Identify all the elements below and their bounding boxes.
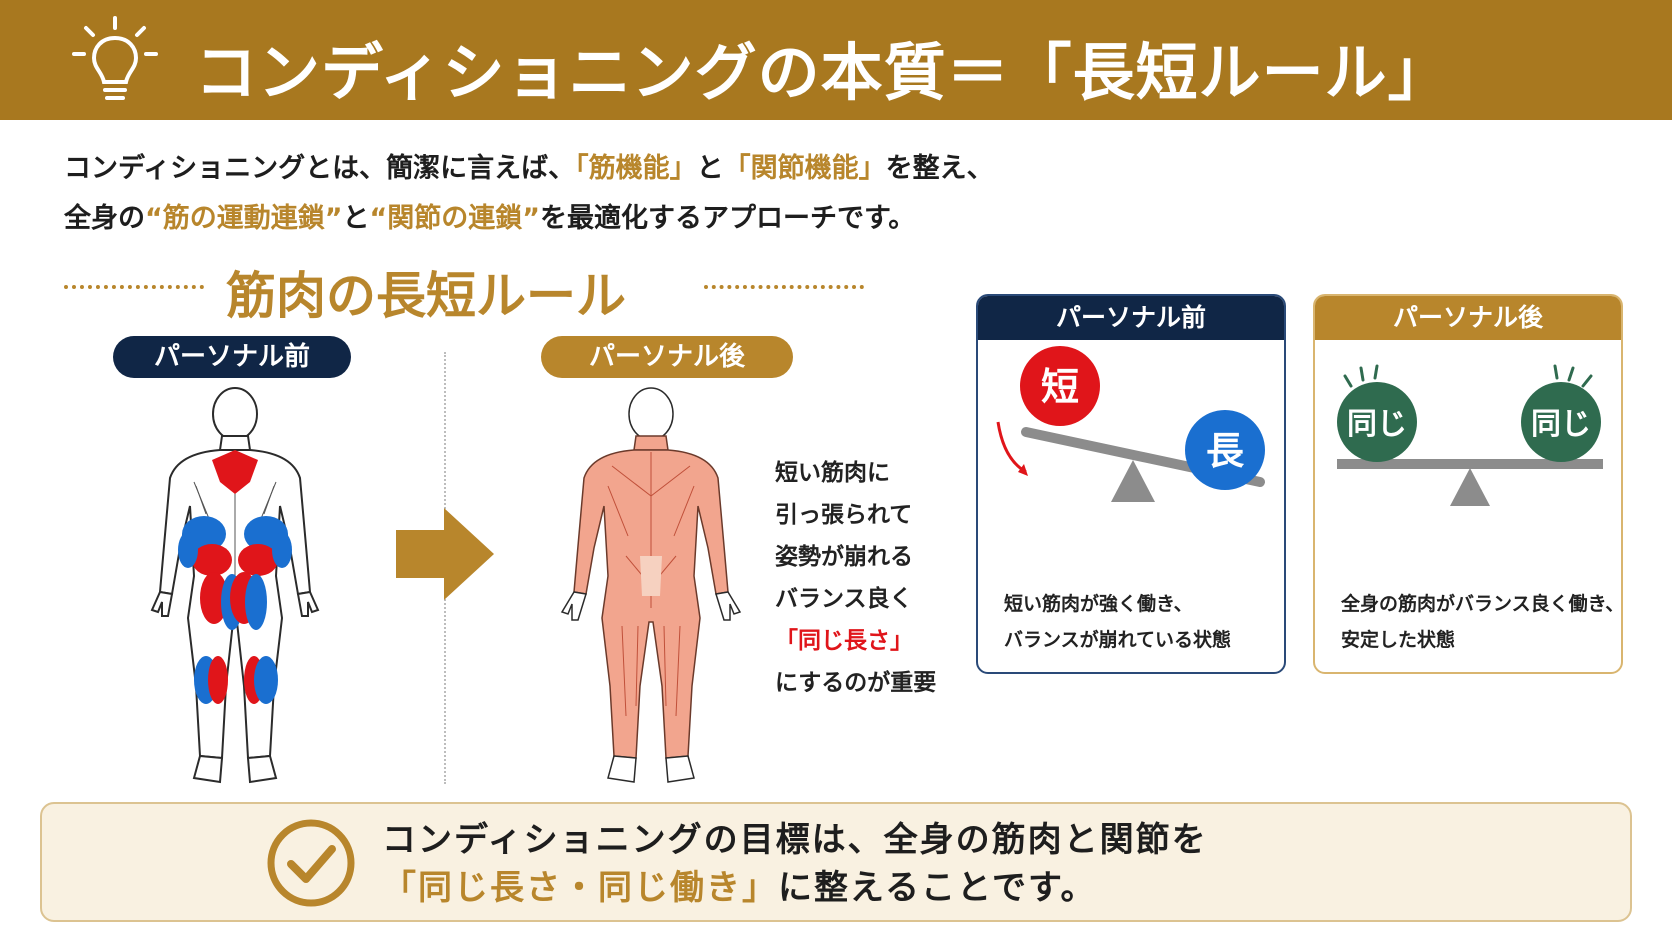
description-line: 短い筋肉が強く働き、 — [1004, 593, 1193, 615]
long-muscle-ball — [1185, 410, 1265, 490]
after-card-title: パーソナル後 — [1315, 296, 1621, 340]
goal-line-1: コンディショニングの目標は、全身の筋肉と関節を — [382, 820, 1208, 860]
goal-box: コンディショニングの目標は、全身の筋肉と関節を 「同じ長さ・同じ働き」に整えるこ… — [40, 802, 1632, 922]
goal-line-2: 「同じ長さ・同じ働き」に整えることです。 — [382, 864, 1208, 912]
heading-divider-right — [704, 285, 864, 289]
before-card-description: 短い筋肉が強く働き、 バランスが崩れている状態 — [1004, 586, 1231, 658]
same-muscle-ball-left — [1337, 382, 1417, 462]
before-card-title: パーソナル前 — [978, 296, 1284, 340]
header-banner: コンディショニングの本質＝「長短ルール」 — [0, 0, 1672, 120]
lightbulb-icon — [72, 16, 158, 100]
intro-text-h: を最適化するアプローチです。 — [540, 203, 916, 234]
note-line: バランス良く — [775, 586, 913, 612]
section-heading: 筋肉の長短ルール — [64, 256, 864, 325]
before-label: パーソナル前 — [113, 336, 351, 378]
description-line: 安定した状態 — [1341, 629, 1456, 651]
note-line: 短い筋肉に — [775, 460, 890, 486]
body-before-figure — [150, 387, 320, 784]
after-label: パーソナル後 — [541, 336, 793, 378]
note-line: 引っ張られて — [775, 502, 913, 528]
intro-text-a: コンディショニングとは、簡潔に言えば、 — [64, 153, 576, 184]
intro-text-e: を整え、 — [885, 153, 994, 184]
unbalanced-seesaw-diagram: 短 長 — [996, 346, 1265, 502]
page-title: コンディショニングの本質＝「長短ルール」 — [195, 36, 1451, 109]
goal-highlight: 「同じ長さ・同じ働き」 — [382, 868, 778, 908]
description-line: バランスが崩れている状態 — [1004, 629, 1232, 651]
note-line: 姿勢が崩れる — [775, 544, 913, 570]
balanced-seesaw-diagram: 同じ 同じ — [1337, 364, 1603, 506]
intro-keyword-muscle-function: 「筋機能」 — [575, 153, 697, 184]
short-muscle-ball — [1020, 346, 1100, 426]
intro-line-2: 全身の“筋の運動連鎖”と“関節の連鎖”を最適化するアプローチです。 — [64, 194, 994, 244]
intro-keyword-muscle-chain: “筋の運動連鎖” — [145, 203, 343, 234]
after-card-description: 全身の筋肉がバランス良く働き、 安定した状態 — [1341, 586, 1623, 658]
same-label-left: 同じ — [1347, 407, 1407, 442]
arrowhead-icon — [1018, 464, 1028, 476]
seesaw-fulcrum — [1111, 460, 1155, 502]
check-circle-icon — [267, 819, 355, 907]
after-card: パーソナル後 同じ 同じ 全身の筋肉がバランス良く働き、 安定した状態 — [1313, 294, 1623, 674]
intro-text-c: と — [696, 153, 724, 184]
seesaw-fulcrum — [1450, 468, 1490, 506]
intro-text-g: と — [342, 203, 370, 234]
intro-text: コンディショニングとは、簡潔に言えば、「筋機能」と「関節機能」を整え、 全身の“… — [64, 144, 994, 244]
intro-keyword-joint-chain: “関節の連鎖” — [369, 203, 541, 234]
section-title: 筋肉の長短ルール — [226, 267, 626, 325]
before-card: パーソナル前 短 長 短い筋肉が強く働き、 バランスが崩れている状態 — [976, 294, 1286, 674]
note-line: にするのが重要 — [775, 670, 937, 696]
intro-keyword-joint-function: 「関節機能」 — [723, 153, 886, 184]
intro-text-f: 全身の — [64, 203, 145, 234]
short-label: 短 — [1041, 365, 1079, 409]
arrow-right-icon — [396, 508, 494, 600]
sparkle-icon — [1343, 364, 1593, 388]
goal-text: コンディショニングの目標は、全身の筋肉と関節を 「同じ長さ・同じ働き」に整えるこ… — [382, 816, 1208, 912]
heading-divider-left — [64, 285, 204, 289]
body-after-figure — [560, 387, 742, 783]
same-muscle-ball-right — [1521, 382, 1601, 462]
description-line: 全身の筋肉がバランス良く働き、 — [1341, 593, 1623, 615]
intro-line-1: コンディショニングとは、簡潔に言えば、「筋機能」と「関節機能」を整え、 — [64, 144, 994, 194]
posture-note: 短い筋肉に 引っ張られて 姿勢が崩れる バランス良く 「同じ長さ」 にするのが重… — [775, 452, 936, 704]
long-label: 長 — [1206, 429, 1245, 473]
goal-line-2-tail: に整えることです。 — [778, 868, 1097, 908]
note-highlight: 「同じ長さ」 — [775, 628, 913, 654]
same-label-right: 同じ — [1531, 407, 1591, 442]
